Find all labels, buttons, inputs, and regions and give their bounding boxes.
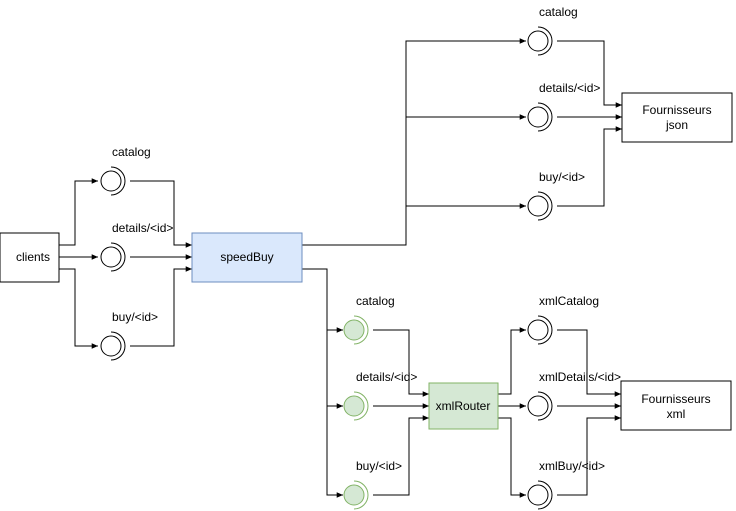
edge-speedbuy-to-router-details [326,330,343,409]
port-socket [353,315,369,345]
port-socket [537,480,553,510]
port-ball [100,246,122,268]
port-label: catalog [112,145,151,159]
port-ball [100,335,122,357]
port-socket [110,331,126,361]
port-ball [527,395,549,417]
node-clients[interactable]: clients [0,232,60,283]
port-json-api-catalog[interactable]: catalog [527,5,578,56]
edge-speedbuy-to-json-catalog [302,38,526,246]
port-label: buy/<id> [539,170,585,184]
node-xmlrouter[interactable]: xmlRouter [428,382,499,430]
edge-json-buy-to-fournisseurs [557,126,622,207]
node-speedbuy[interactable]: speedBuy [191,232,303,283]
speedbuy-label: speedBuy [220,250,273,264]
port-label: details/<id> [112,221,173,235]
port-label: buy/<id> [356,459,402,473]
port-ball [100,170,122,192]
port-socket [353,391,369,421]
fournisseurs-json-label-line1: Fournisseurs [642,103,711,117]
port-ball [343,484,365,506]
interface-ports: catalog details/<id> buy/<id> catalog detail… [100,5,621,510]
fournisseurs-xml-label-line2: xml [667,407,686,421]
port-label: xmlDetails/<id> [539,370,621,384]
port-router-api-details-id[interactable]: details/<id> [343,370,417,421]
edge-catalog-to-speedbuy [130,180,192,248]
port-label: details/<id> [539,81,600,95]
port-speedbuy-api-catalog[interactable]: catalog [100,145,151,196]
connectors [59,38,622,498]
port-ball [343,319,365,341]
edge-speedbuy-to-router-buy [326,406,343,498]
port-router-api-buy-id[interactable]: buy/<id> [343,459,402,510]
port-label: xmlCatalog [539,294,599,308]
port-label: catalog [356,294,395,308]
port-socket [110,166,126,196]
port-json-api-details-id[interactable]: details/<id> [527,81,600,132]
port-speedbuy-api-buy-id[interactable]: buy/<id> [100,310,158,361]
edge-xmlbuy-to-fournisseurs [557,415,621,496]
edge-speedbuy-to-router-catalog [302,268,343,333]
port-ball [527,319,549,341]
port-speedbuy-api-details-id[interactable]: details/<id> [100,221,173,272]
port-socket [537,26,553,56]
port-json-api-buy-id[interactable]: buy/<id> [527,170,585,221]
port-ball [527,30,549,52]
port-socket [537,102,553,132]
edge-buy-to-speedbuy [130,266,192,347]
edge-json-catalog-to-fournisseurs [557,40,622,108]
node-fournisseurs-json[interactable]: Fournisseurs json [621,92,733,143]
port-socket [110,242,126,272]
edge-xmlrouter-to-xmlbuy [498,417,526,498]
port-ball [527,195,549,217]
port-socket [537,315,553,345]
port-xml-api-xmldetails-id[interactable]: xmlDetails/<id> [527,370,621,421]
port-router-api-catalog[interactable]: catalog [343,294,395,345]
port-xml-api-xmlbuy-id[interactable]: xmlBuy/<id> [527,459,605,510]
edge-clients-to-buy [59,268,98,349]
fournisseurs-xml-label-line1: Fournisseurs [641,392,710,406]
port-ball [527,106,549,128]
port-socket [537,191,553,221]
edge-xmlrouter-to-xmlcatalog [498,327,526,395]
edge-router-buy-to-xmlrouter [373,415,429,496]
xmlrouter-label: xmlRouter [436,399,491,413]
port-label: details/<id> [356,370,417,384]
edge-xmlcatalog-to-fournisseurs [557,329,621,397]
port-xml-api-xmlcatalog[interactable]: xmlCatalog [527,294,599,345]
clients-label: clients [16,250,50,264]
port-label: xmlBuy/<id> [539,459,605,473]
port-ball [343,395,365,417]
port-ball [527,484,549,506]
port-socket [537,391,553,421]
edge-clients-to-catalog [59,178,98,246]
port-label: catalog [539,5,578,19]
port-label: buy/<id> [112,310,158,324]
fournisseurs-json-label-line2: json [665,118,688,132]
edge-router-catalog-to-xmlrouter [373,329,429,397]
port-socket [353,480,369,510]
node-fournisseurs-xml[interactable]: Fournisseurs xml [620,380,732,431]
